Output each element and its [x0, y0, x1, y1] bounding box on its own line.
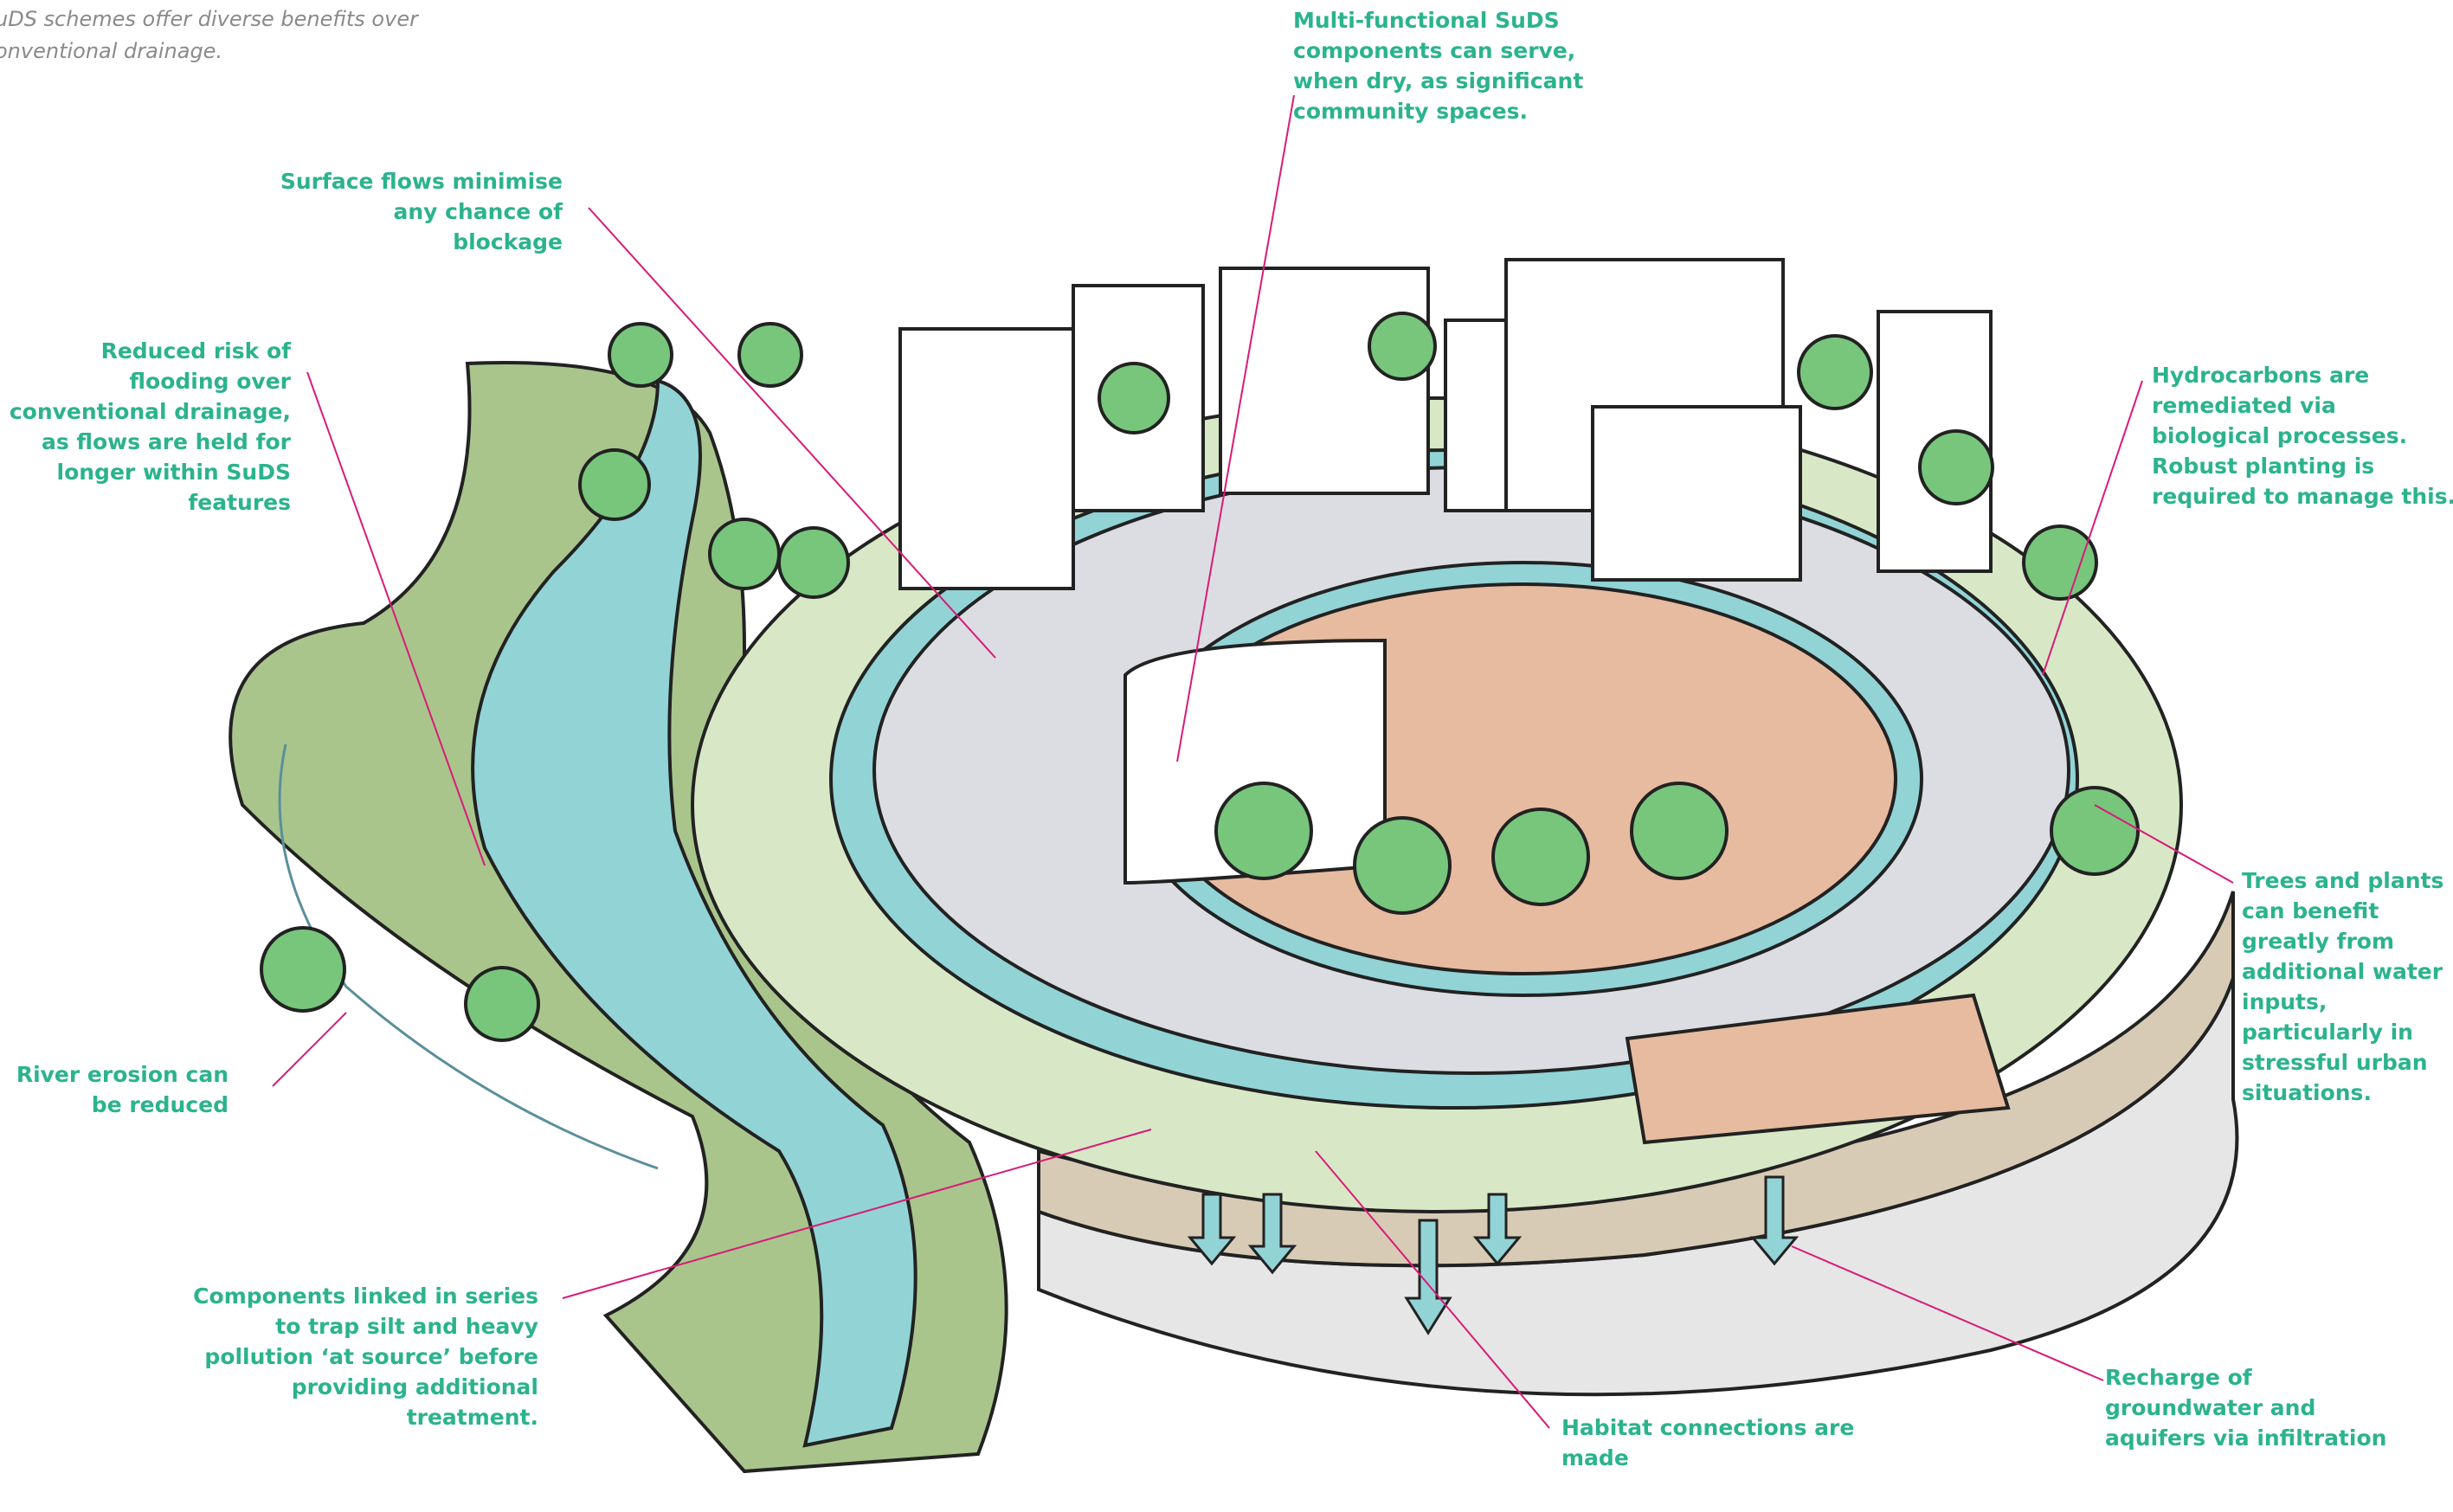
infiltration-arrows	[1187, 1175, 1800, 1335]
trees	[260, 312, 2140, 1042]
buildings	[898, 258, 1993, 885]
leader-lines	[272, 94, 2234, 1429]
